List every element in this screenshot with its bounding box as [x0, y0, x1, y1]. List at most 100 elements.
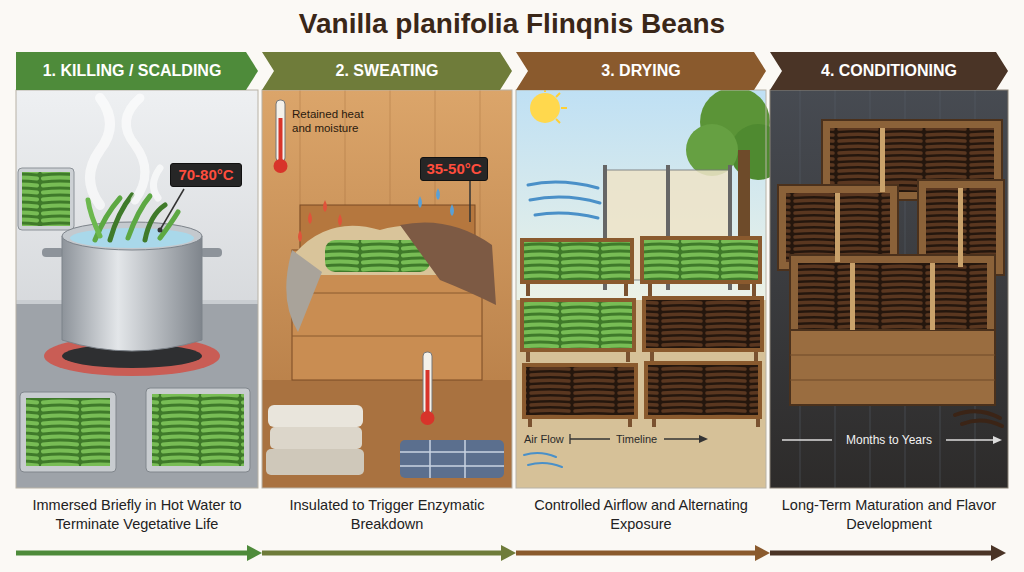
panel-conditioning-part-part — [880, 128, 885, 192]
axis-label: Air Flow — [524, 432, 564, 446]
panel-conditioning-part — [770, 90, 1008, 488]
panel-sweating-part — [268, 405, 363, 427]
panel-sweating-part — [270, 427, 362, 449]
panel-drying-part — [545, 86, 567, 123]
panel-sweating-part — [262, 90, 512, 488]
panel-sweating-part-part — [400, 451, 504, 453]
panel-sweating-part — [274, 159, 288, 173]
panel-killing-part-part — [126, 98, 145, 200]
panel-conditioning-part — [955, 411, 1002, 426]
panel-conditioning-part-part — [958, 188, 963, 267]
stage-header: 3. DRYING — [516, 52, 766, 90]
panel-drying-part-part — [530, 197, 600, 203]
panel-conditioning-part — [835, 128, 963, 330]
panel-killing-part — [146, 388, 250, 472]
panel-sweating-part-part — [308, 212, 312, 224]
panel-killing-part — [16, 90, 258, 488]
panel-drying-part — [664, 438, 700, 439]
panel-killing-part — [20, 392, 116, 472]
stage-panel: 1. KILLING / SCALDING Immersed Briefly in… — [16, 52, 258, 562]
panel-sweating-part — [298, 200, 342, 242]
diagram-title: Vanilla planifolia Flinqnis Beans — [0, 8, 1024, 40]
panel-sweating-part — [400, 440, 504, 478]
panel-sweating-part — [262, 380, 512, 488]
panel-killing-part — [18, 168, 74, 230]
temperature-display: 70-80°C — [170, 163, 242, 187]
panel-sweating-part — [325, 240, 430, 272]
panel-conditioning-part — [790, 355, 995, 356]
panel-drying-part-part — [526, 282, 530, 296]
panel-sweating-part — [400, 440, 504, 478]
panel-killing-part-part — [153, 168, 160, 198]
panel-drying-part-part — [624, 282, 628, 296]
panel-killing — [16, 90, 258, 488]
panel-drying-part — [699, 435, 708, 443]
panel-conditioning-part-part — [962, 420, 1002, 426]
panel-killing-part-part — [90, 98, 110, 205]
panel-sweating-part-part — [400, 465, 504, 467]
panel-drying — [516, 86, 786, 488]
panel-sweating-part-part — [338, 214, 342, 226]
flow-arrow-line — [516, 551, 757, 556]
panel-drying-part-part — [528, 463, 562, 467]
panel-conditioning-part-part — [850, 263, 855, 330]
flow-arrow-tail — [770, 545, 1006, 561]
panel-conditioning-part — [782, 439, 832, 440]
panel-drying-part — [524, 453, 562, 467]
stage-heading: 1. KILLING / SCALDING — [43, 62, 222, 80]
temperature-display: 35-50°C — [420, 157, 488, 181]
stage-heading: 4. CONDITIONING — [821, 62, 957, 80]
panel-conditioning-part — [798, 263, 987, 333]
stage-caption: Insulated to Trigger Enzymatic Breakdown — [266, 496, 508, 534]
panel-drying-part-part — [561, 107, 567, 109]
flow-arrow-line — [16, 551, 249, 556]
panel-conditioning-part — [790, 330, 995, 405]
panel-drying-part-part — [528, 182, 598, 188]
panel-sweating-part — [400, 223, 496, 306]
stage-caption: Controlled Airflow and Alternating Expos… — [520, 496, 762, 534]
panel-drying-part-part — [648, 282, 652, 296]
panel-drying-part — [646, 363, 760, 417]
panel-conditioning — [770, 90, 1008, 488]
timeline-label: Months to Years — [836, 432, 942, 448]
panel-drying-part — [530, 93, 560, 123]
panel-conditioning-part — [790, 380, 995, 381]
panel-drying-part — [528, 182, 600, 218]
panel-sweating-part-part — [429, 440, 431, 478]
panel-drying-part — [569, 434, 570, 444]
flow-arrow-line — [262, 551, 503, 556]
panel-sweating-part — [262, 90, 512, 488]
panel-killing-part — [158, 228, 163, 233]
panel-conditioning-part — [770, 90, 1008, 488]
panel-sweating-part — [421, 411, 435, 425]
panel-drying-part — [522, 240, 632, 282]
panel-conditioning-part-part — [835, 193, 840, 262]
panel-sweating-part — [423, 352, 432, 414]
panel-conditioning-part-part — [930, 263, 935, 330]
panel-sweating-part — [292, 293, 482, 294]
panel-sweating — [262, 90, 512, 488]
stage-header: 2. SWEATING — [262, 52, 512, 90]
panel-killing-part — [152, 394, 244, 466]
panel-sweating-part — [426, 370, 430, 414]
panel-drying-part-part — [556, 119, 560, 123]
panel-sweating-part-part — [323, 200, 327, 212]
flow-arrow — [516, 545, 770, 561]
arrow-head — [501, 545, 516, 561]
stage-header: 1. KILLING / SCALDING — [16, 52, 258, 90]
panel-drying-part — [570, 438, 610, 439]
panel-conditioning-part — [993, 436, 1002, 444]
panel-drying-part — [524, 365, 636, 417]
stage-caption: Immersed Briefly in Hot Water to Termina… — [20, 496, 254, 534]
panel-killing-part — [160, 189, 184, 230]
panel-drying-part-part — [556, 93, 560, 97]
panel-conditioning-part — [790, 255, 995, 405]
stage-panel: 3. DRYING Controlled Airflow and Alternat… — [516, 52, 766, 562]
panel-drying-part-part — [535, 213, 598, 218]
panel-drying-part — [516, 90, 766, 488]
panel-sweating-part — [418, 188, 454, 216]
panel-killing-part — [62, 236, 202, 351]
axis-label: Timeline — [616, 432, 657, 446]
arrow-head — [755, 545, 770, 561]
panel-killing-part — [90, 98, 160, 205]
